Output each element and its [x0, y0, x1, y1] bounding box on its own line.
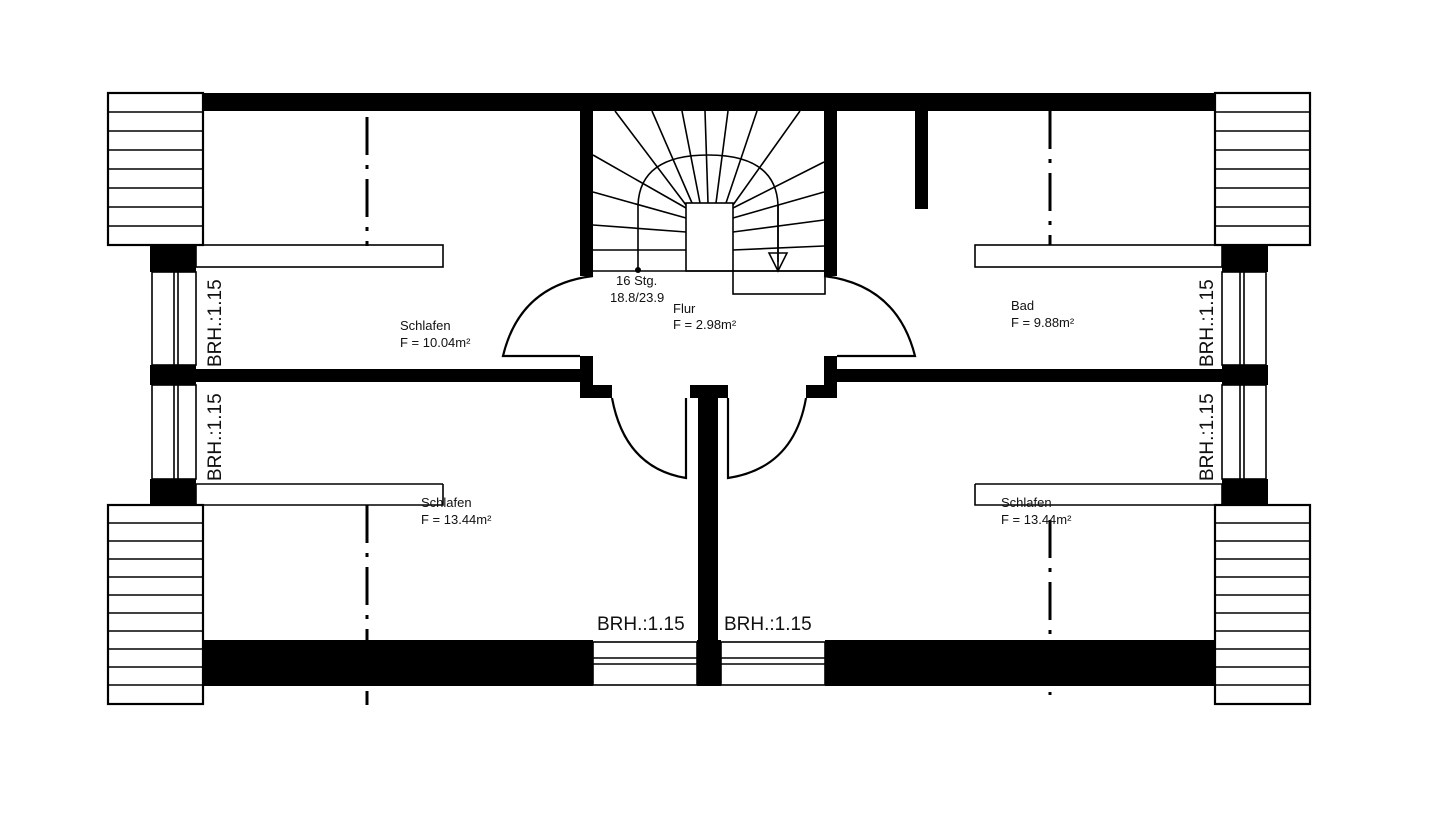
room-label-schlafen-2: Schlafen — [421, 495, 472, 510]
slope-lines — [365, 111, 1052, 705]
window-bottom-left — [592, 641, 698, 686]
dormer-bottom-left — [106, 503, 205, 706]
brh-label-left-lower: BRH.:1.15 — [205, 393, 226, 481]
room-label-bad: Bad — [1011, 298, 1034, 313]
room-area-schlafen-2: F = 13.44m² — [421, 512, 492, 527]
room-label-schlafen-1: Schlafen — [400, 318, 451, 333]
room-labels: Schlafen F = 10.04m² 16 Stg. 18.8/23.9 F… — [400, 273, 1075, 527]
brh-label-right-upper: BRH.:1.15 — [1197, 279, 1218, 367]
brh-label-bottom-left: BRH.:1.15 — [597, 614, 685, 635]
window-right-upper — [1221, 271, 1267, 366]
brh-label-left-upper: BRH.:1.15 — [205, 279, 226, 367]
room-area-bad: F = 9.88m² — [1011, 315, 1075, 330]
room-area-flur: F = 2.98m² — [673, 317, 737, 332]
interior-walls — [196, 111, 1222, 640]
stairs-steps: 16 Stg. — [616, 273, 657, 288]
sill-height-labels: BRH.:1.15 BRH.:1.15 BRH.:1.15 BRH.:1.15 … — [205, 279, 1218, 635]
room-area-schlafen-1: F = 10.04m² — [400, 335, 471, 350]
window-left-lower — [151, 384, 197, 480]
brh-label-bottom-right: BRH.:1.15 — [724, 614, 812, 635]
door-swing-right — [726, 397, 808, 480]
room-area-schlafen-3: F = 13.44m² — [1001, 512, 1072, 527]
hall-outline — [501, 274, 917, 358]
dormer-bottom-right — [1213, 503, 1312, 706]
staircase — [592, 110, 826, 295]
stairs-ratio: 18.8/23.9 — [610, 290, 664, 305]
outer-walls — [150, 93, 1268, 686]
window-right-lower — [1221, 384, 1267, 480]
room-label-flur: Flur — [673, 301, 696, 316]
doors — [610, 397, 808, 480]
knee-wall-shelves — [195, 244, 1223, 506]
brh-label-right-lower: BRH.:1.15 — [1197, 393, 1218, 481]
dormer-top-right — [1213, 91, 1312, 247]
window-left-upper — [151, 271, 197, 366]
stair-start-dot — [635, 267, 641, 273]
room-label-schlafen-3: Schlafen — [1001, 495, 1052, 510]
window-bottom-right — [720, 641, 826, 686]
dormer-top-left — [106, 91, 205, 247]
door-swing-left — [610, 397, 688, 480]
